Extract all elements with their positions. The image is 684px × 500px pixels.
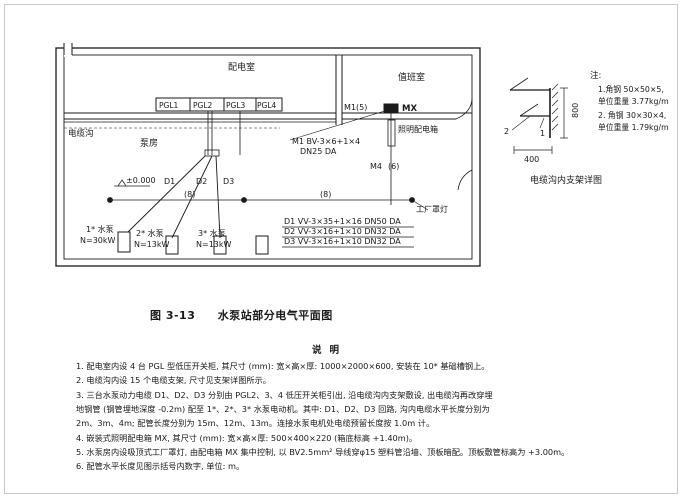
- inner-wall: [63, 54, 473, 260]
- d1-label: D1: [164, 177, 175, 186]
- lamp-left: [107, 197, 113, 203]
- room-duty: 值班室: [398, 71, 425, 83]
- detail-note1: 1.角钢 50×50×5,: [598, 84, 664, 94]
- panel-label-1: PGL1: [159, 101, 179, 110]
- pump1-box: [117, 231, 131, 253]
- level-label: ±0.000: [126, 176, 156, 185]
- detail-note2: 2. 角钢 30×30×4,: [598, 110, 666, 120]
- panel-label-4: PGL4: [257, 101, 277, 110]
- mx-label: MX: [402, 104, 417, 114]
- m1-count: M1(5): [344, 103, 367, 112]
- detail-dim-height: 800: [571, 103, 580, 118]
- cable-row-d1: D1 VV-3×35+1×16 DN50 DA: [284, 217, 401, 226]
- m1-conduit-label: DN25 DA: [300, 147, 337, 156]
- detail-note2-weight: 单位重量 1.79kg/m: [598, 122, 669, 132]
- panel-pgl4: [255, 97, 283, 112]
- detail-mark-1: 1: [540, 129, 545, 138]
- bracket-detail: 800 400 2 1 注: 1.角钢 50×50×5, 单位重量 3.77kg…: [504, 70, 669, 186]
- pump2-name: 2* 水泵: [136, 228, 164, 238]
- figure-number: 图 3-13: [150, 309, 196, 322]
- m1-cable-label: M1 BV-3×6+1×4: [292, 137, 360, 146]
- room-pump: 泵房: [140, 137, 158, 149]
- notes-title: 说明: [312, 345, 348, 356]
- detail-mark-2: 2: [504, 127, 509, 136]
- m4-count: (6): [388, 162, 399, 171]
- note-1: 1. 配电室内设 4 台 PGL 型低压开关柜, 其尺寸 (mm): 宽×高×厚…: [76, 361, 490, 371]
- note-3b: 地钢管 (钢管埋地深度 -0.2m) 配至 1*、2*、3* 水泵电动机。其中:…: [76, 404, 490, 414]
- note-5: 5. 水泵房内设吸顶式工厂罩灯, 由配电箱 MX 集中控制, 以 BV2.5mm…: [76, 447, 570, 457]
- note-6: 6. 配管水平长度见图示括号内数字, 单位: m。: [76, 461, 245, 471]
- pump3-power: N=13kW: [196, 240, 232, 249]
- room-distribution: 配电室: [228, 61, 255, 73]
- pump2-box: [165, 235, 179, 255]
- cable-row-d2: D2 VV-3×16+1×10 DN32 DA: [284, 227, 401, 236]
- floor-plan: 配电室 值班室 泵房 电缆沟 PGL1 PGL2 PGL3 PGL4 M1(5)…: [55, 43, 481, 267]
- pump1-name: 1* 水泵: [86, 224, 114, 234]
- cable-d2: [171, 155, 213, 239]
- m4-label: M4: [370, 162, 382, 171]
- room-trench: 电缆沟: [68, 128, 94, 139]
- count-left: (8): [184, 190, 195, 199]
- outer-wall: [55, 47, 481, 267]
- panel-label-2: PGL2: [193, 101, 213, 110]
- panel-label-3: PGL3: [226, 101, 246, 110]
- detail-note-head: 注:: [590, 70, 601, 81]
- pump3-box: [213, 235, 227, 255]
- figure-title: 水泵站部分电气平面图: [217, 309, 333, 322]
- page-frame: [4, 4, 678, 494]
- detail-title: 电缆沟内支架详图: [530, 174, 602, 186]
- pump2-power: N=13kW: [134, 240, 170, 249]
- note-4: 4. 嵌装式照明配电箱 MX, 其尺寸 (mm): 宽×高×厚: 500×400…: [76, 433, 418, 443]
- note-3: 3. 三台水泵动力电缆 D1、D2、D3 分别由 PGL2、3、4 低压开关柜引…: [76, 390, 493, 400]
- note-3c: 2m、3m、4m; 配管长度分别为 15m、12m、13m。连接水泵电机处电缆预…: [76, 418, 435, 428]
- count-right: (8): [320, 190, 331, 199]
- pump1-power: N=30kW: [80, 236, 116, 245]
- lamp-label: 工厂罩灯: [416, 204, 448, 214]
- figure-caption: 图 3-13 水泵站部分电气平面图: [150, 307, 351, 323]
- detail-note1-weight: 单位重量 3.77kg/m: [598, 96, 669, 106]
- cable-d3: [215, 155, 221, 239]
- d3-label: D3: [223, 177, 234, 186]
- lamp-mid: [241, 197, 247, 203]
- detail-dim-width: 400: [524, 155, 539, 164]
- pump3-box-b: [255, 235, 269, 255]
- note-2: 2. 电缆沟内设 15 个电缆支架, 尺寸见支架详图所示。: [76, 375, 271, 385]
- cable-d1: [127, 155, 206, 233]
- d2-label: D2: [196, 177, 207, 186]
- lighting-box-label: 照明配电箱: [398, 124, 438, 134]
- pump3-name: 3* 水泵: [198, 228, 226, 238]
- cable-row-d3: D3 VV-3×16+1×10 DN32 DA: [284, 237, 401, 246]
